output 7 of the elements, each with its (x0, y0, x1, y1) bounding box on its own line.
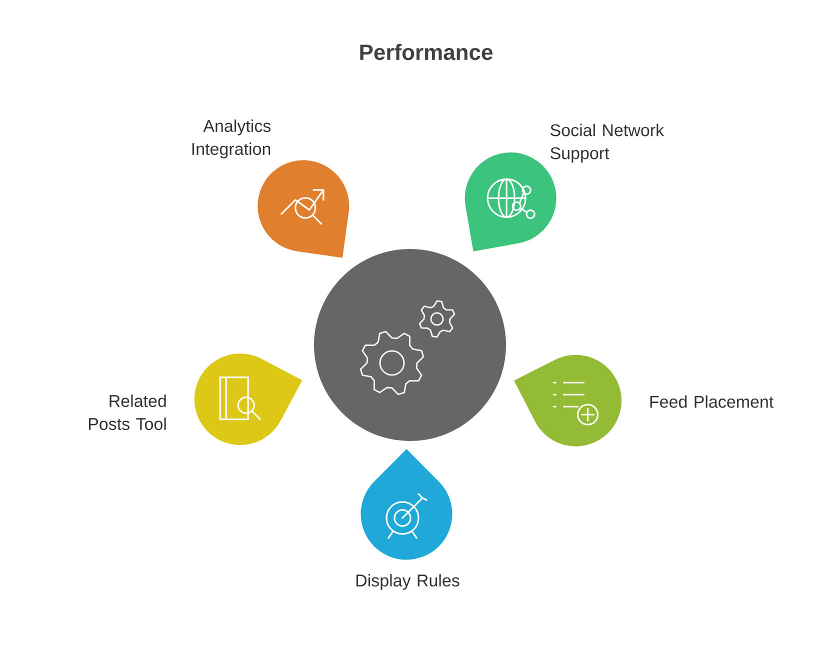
marker-label: Display Rules (356, 574, 460, 590)
marker-label: Analytics Integration (192, 120, 271, 158)
marker-label: Social Network Support (550, 124, 664, 163)
hub-circle (314, 248, 506, 441)
marker-label: Feed Placement (650, 395, 774, 408)
title: Performance (360, 44, 492, 60)
marker-label: Related Posts Tool (88, 394, 166, 430)
